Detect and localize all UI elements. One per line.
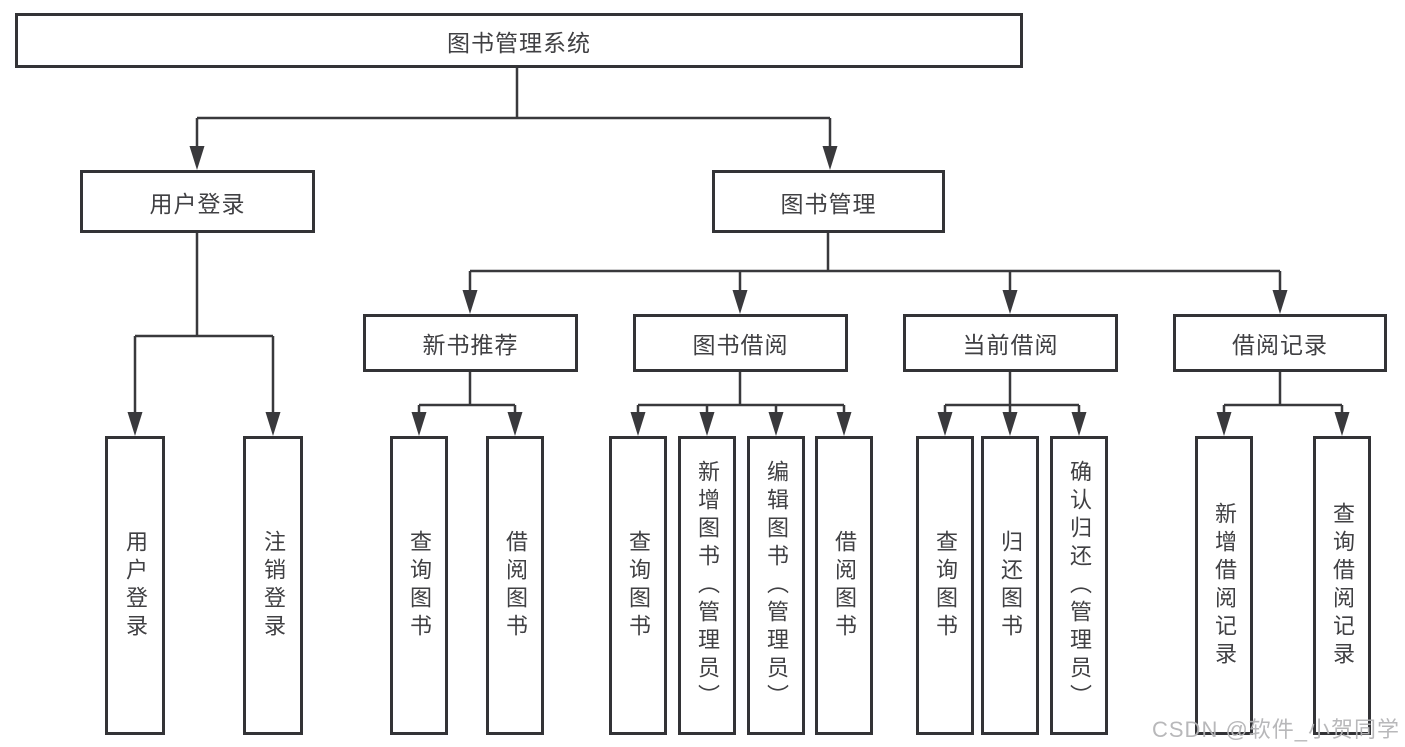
- arrow-icon: [1334, 412, 1350, 436]
- leaf-label: 编辑图书（管理员）: [764, 459, 789, 712]
- arrow-icon: [699, 412, 715, 436]
- leaf-logout: 注销登录: [243, 436, 303, 735]
- arrow-icon: [1272, 290, 1288, 314]
- leaf-bb-query-book: 查询图书: [609, 436, 667, 735]
- leaf-nb-query-book: 查询图书: [390, 436, 448, 735]
- leaf-label: 用户登录: [123, 529, 148, 642]
- leaf-label: 借阅图书: [503, 529, 528, 642]
- arrow-icon: [732, 290, 748, 314]
- node-current-borrow: 当前借阅: [903, 314, 1118, 372]
- arrow-icon: [1002, 290, 1018, 314]
- leaf-label: 注销登录: [261, 529, 286, 642]
- leaf-bb-add-book-admin: 新增图书（管理员）: [678, 436, 736, 735]
- arrow-icon: [1216, 412, 1232, 436]
- node-new-book-recommend: 新书推荐: [363, 314, 578, 372]
- leaf-br-add-record: 新增借阅记录: [1195, 436, 1253, 735]
- connector-paths: [133, 68, 1344, 417]
- arrow-icon: [189, 146, 205, 170]
- arrowheads: [127, 146, 1350, 436]
- leaf-label: 新增借阅记录: [1212, 501, 1237, 670]
- arrow-icon: [127, 412, 143, 436]
- arrow-icon: [630, 412, 646, 436]
- arrow-icon: [265, 412, 281, 436]
- leaf-bb-borrow-book: 借阅图书: [815, 436, 873, 735]
- csdn-watermark: CSDN @软件_小贺同学: [1152, 717, 1401, 742]
- leaf-label: 查询图书: [626, 529, 651, 642]
- leaf-bb-edit-book-admin: 编辑图书（管理员）: [747, 436, 805, 735]
- node-book-management: 图书管理: [712, 170, 945, 233]
- leaf-label: 查询借阅记录: [1330, 501, 1355, 670]
- node-book-borrow: 图书借阅: [633, 314, 848, 372]
- leaf-label: 查询图书: [933, 529, 958, 642]
- arrow-icon: [937, 412, 953, 436]
- leaf-cb-return-book: 归还图书: [981, 436, 1039, 735]
- leaf-label: 借阅图书: [832, 529, 857, 642]
- leaf-cb-query-book: 查询图书: [916, 436, 974, 735]
- leaf-label: 查询图书: [407, 529, 432, 642]
- node-user-login: 用户登录: [80, 170, 315, 233]
- leaf-label: 新增图书（管理员）: [695, 459, 720, 712]
- leaf-nb-borrow-book: 借阅图书: [486, 436, 544, 735]
- leaf-label: 确认归还（管理员）: [1067, 459, 1092, 712]
- arrow-icon: [822, 146, 838, 170]
- arrow-icon: [1002, 412, 1018, 436]
- leaf-label: 归还图书: [998, 529, 1023, 642]
- leaf-cb-confirm-return-admin: 确认归还（管理员）: [1050, 436, 1108, 735]
- arrow-icon: [836, 412, 852, 436]
- arrow-icon: [507, 412, 523, 436]
- node-root: 图书管理系统: [15, 13, 1023, 68]
- arrow-icon: [768, 412, 784, 436]
- leaf-user-login: 用户登录: [105, 436, 165, 735]
- leaf-br-query-record: 查询借阅记录: [1313, 436, 1371, 735]
- node-borrow-record: 借阅记录: [1173, 314, 1387, 372]
- arrow-icon: [462, 290, 478, 314]
- arrow-icon: [1071, 412, 1087, 436]
- arrow-icon: [411, 412, 427, 436]
